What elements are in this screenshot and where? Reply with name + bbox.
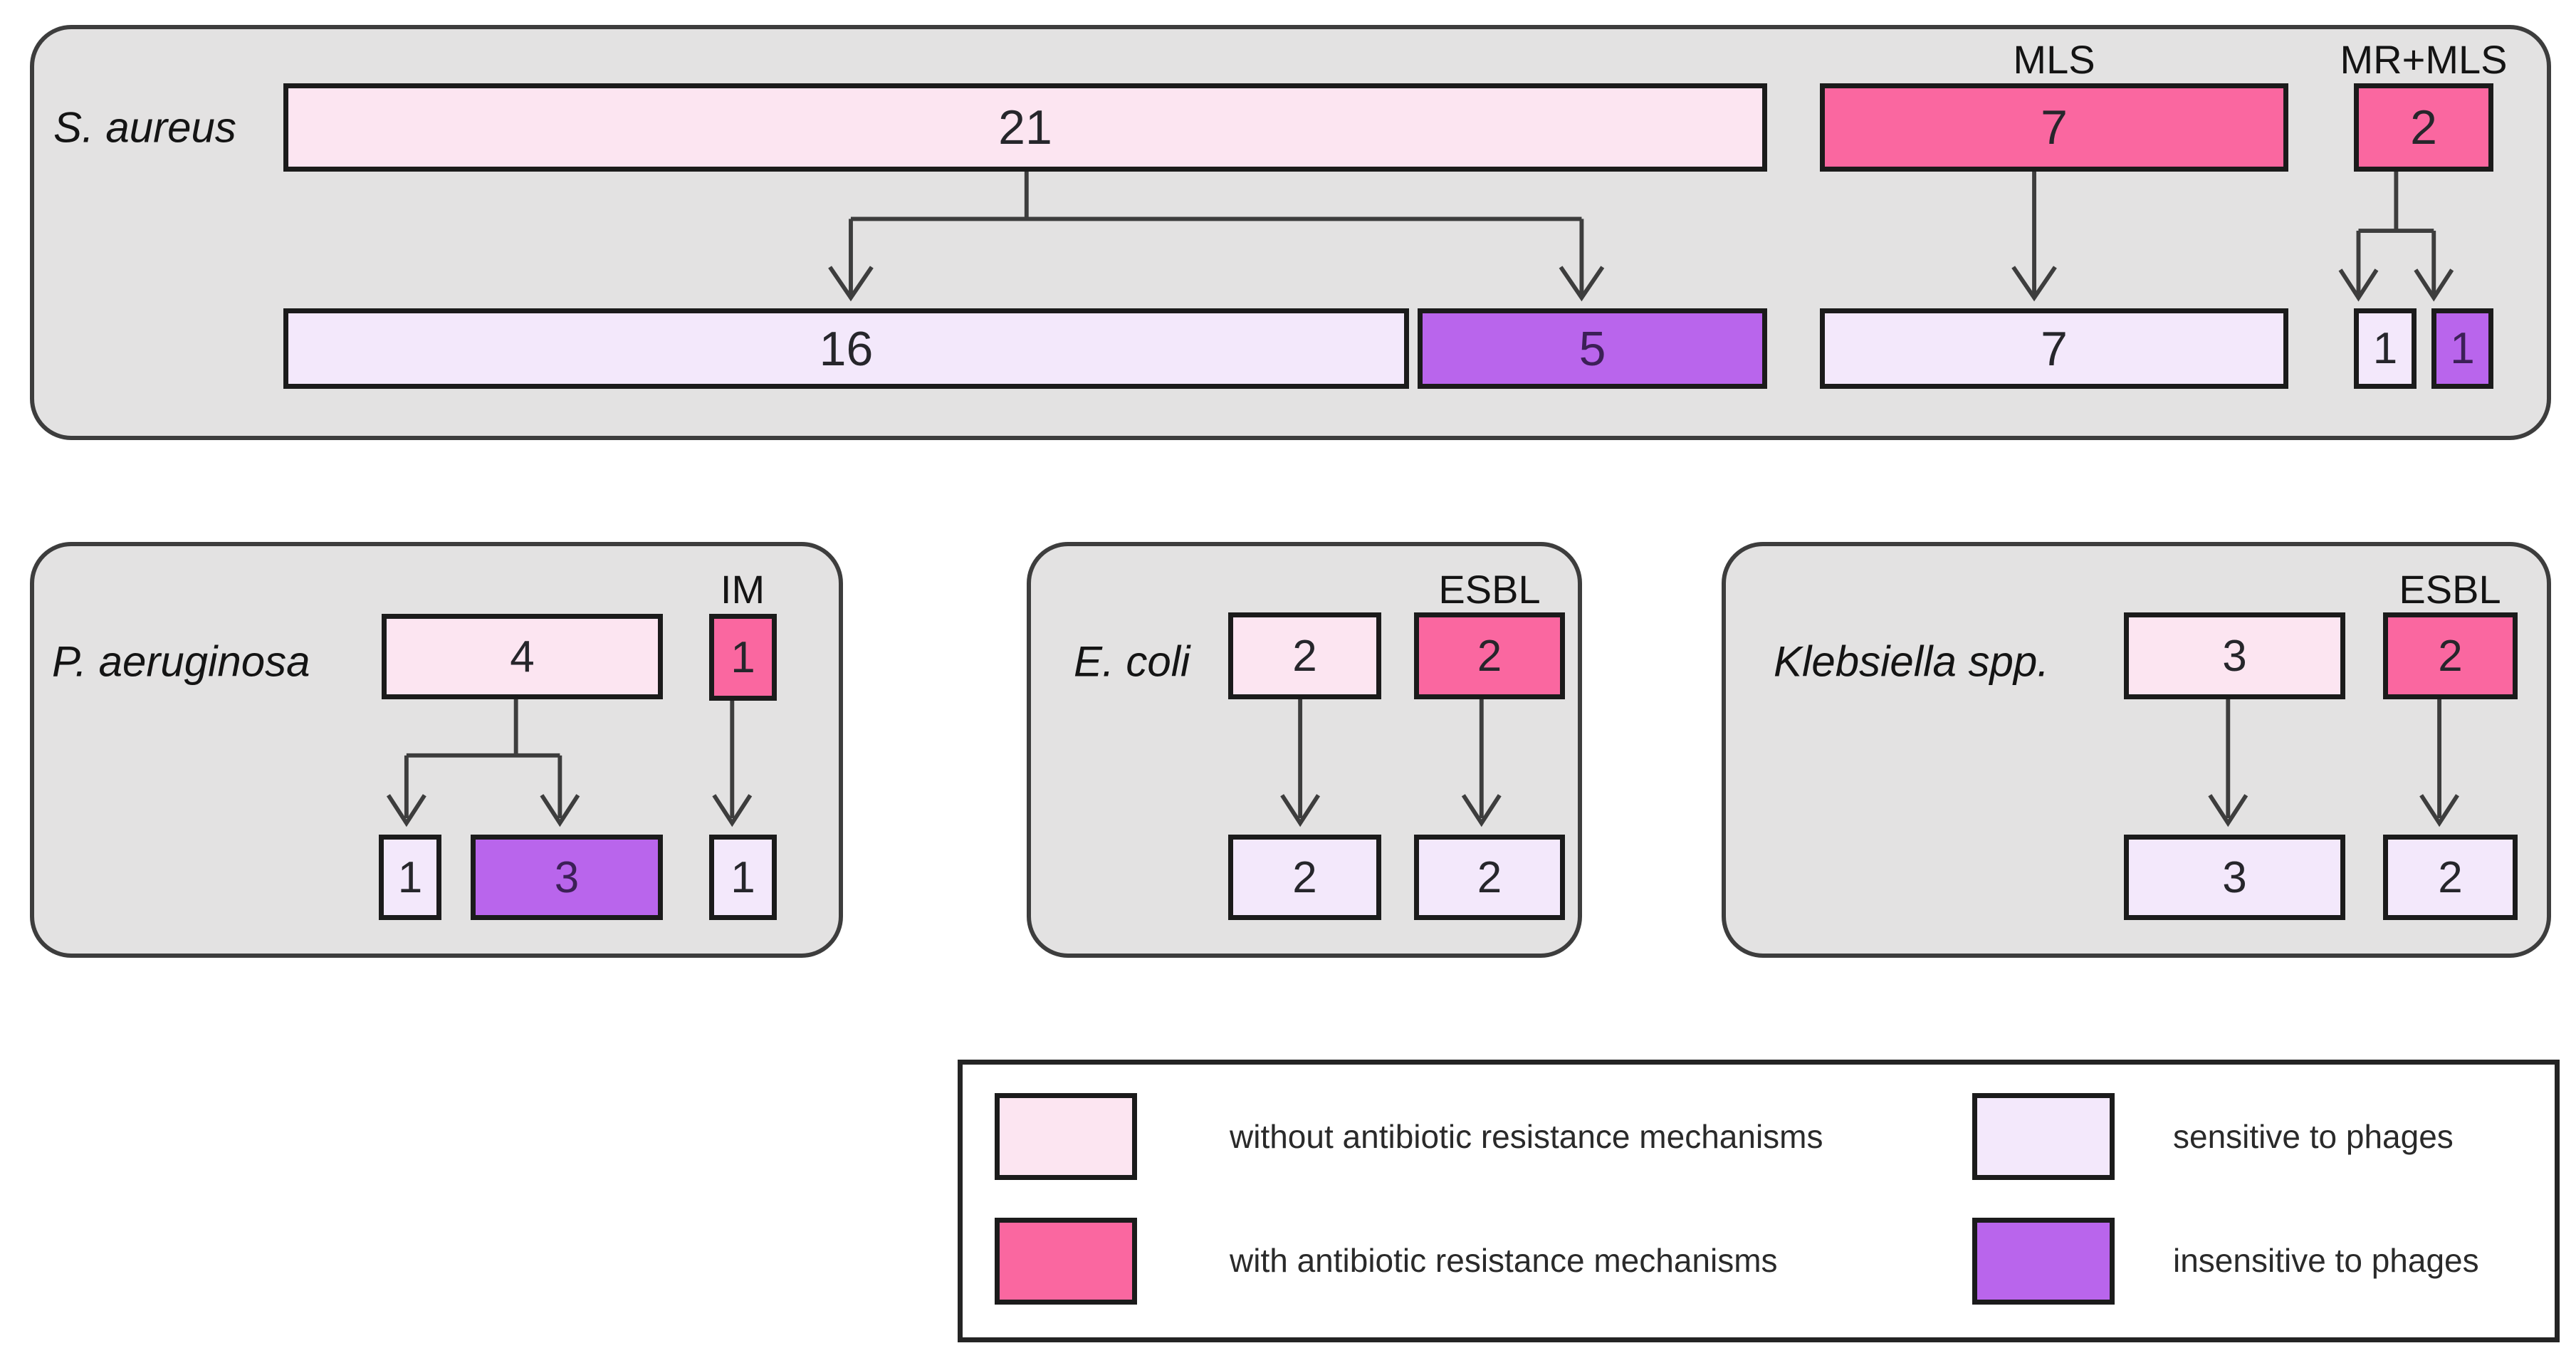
box-p-aeruginosa-im-sensitive: 1 [709,835,777,920]
box-klebsiella-esbl: 2 [2383,612,2518,699]
arrows-p-aeruginosa [386,696,753,827]
arrowhead-icon [1280,794,1321,827]
box-e-coli-total: 2 [1228,612,1381,699]
legend-swatch-sensitive [1972,1093,2115,1180]
arrowhead-icon [2414,268,2454,302]
panel-p-aeruginosa: P. aeruginosa IM 4 1 1 3 1 [30,542,843,958]
arrowhead-icon [2338,268,2379,302]
box-e-coli-esbl: 2 [1414,612,1565,699]
legend-label-without-resistance: without antibiotic resistance mechanisms [1230,1118,1823,1155]
box-s-aureus-mr-mls: 2 [2354,83,2493,172]
box-s-aureus-mr-mls-insensitive: 1 [2431,308,2493,389]
arrowhead-icon [386,794,426,827]
resistance-label-mr-mls: MR+MLS [2340,37,2508,82]
box-s-aureus-insensitive: 5 [1418,308,1767,389]
box-s-aureus-total: 21 [283,83,1767,172]
box-p-aeruginosa-total: 4 [382,614,663,699]
species-label-s-aureus: S. aureus [53,103,236,152]
box-s-aureus-mls-sensitive: 7 [1820,308,2288,389]
panel-e-coli: E. coli ESBL 2 2 2 2 [1027,542,1582,958]
box-p-aeruginosa-insensitive: 3 [471,835,663,920]
box-s-aureus-mls: 7 [1820,83,2288,172]
arrows-e-coli [1280,696,1502,827]
legend-swatch-without-resistance [995,1093,1137,1180]
legend-swatch-with-resistance [995,1218,1137,1305]
box-klebsiella-sensitive: 3 [2124,835,2345,920]
arrowhead-icon [1461,794,1502,827]
legend-swatch-insensitive [1972,1218,2115,1305]
legend: without antibiotic resistance mechanisms… [958,1060,2560,1342]
box-p-aeruginosa-im: 1 [709,614,777,701]
legend-label-sensitive: sensitive to phages [2173,1118,2454,1155]
arrowhead-icon [828,266,874,302]
legend-label-with-resistance: with antibiotic resistance mechanisms [1230,1242,1778,1279]
box-s-aureus-mr-mls-sensitive: 1 [2354,308,2417,389]
arrows-s-aureus [828,168,2454,302]
resistance-label-mls: MLS [2013,37,2095,82]
resistance-label-esbl: ESBL [1438,567,1541,612]
species-label-p-aeruginosa: P. aeruginosa [52,637,310,686]
panel-klebsiella: Klebsiella spp. ESBL 3 2 3 2 [1722,542,2551,958]
arrowhead-icon [712,794,753,827]
arrowhead-icon [2208,794,2248,827]
resistance-label-esbl: ESBL [2399,567,2501,612]
legend-label-insensitive: insensitive to phages [2173,1242,2479,1279]
box-p-aeruginosa-sensitive: 1 [379,835,441,920]
panel-s-aureus: S. aureus MLS MR+MLS 21 7 2 16 5 7 1 1 [30,25,2551,440]
box-e-coli-sensitive: 2 [1228,835,1381,920]
resistance-label-im: IM [720,567,765,612]
species-label-e-coli: E. coli [1074,637,1190,686]
box-e-coli-esbl-sensitive: 2 [1414,835,1565,920]
box-klebsiella-esbl-sensitive: 2 [2383,835,2518,920]
arrowhead-icon [2419,794,2460,827]
species-label-klebsiella: Klebsiella spp. [1774,637,2049,686]
arrowhead-icon [1559,266,1605,302]
arrows-klebsiella [2208,696,2460,827]
box-klebsiella-total: 3 [2124,612,2345,699]
box-s-aureus-sensitive: 16 [283,308,1409,389]
arrowhead-icon [540,794,580,827]
arrowhead-icon [2011,266,2057,302]
